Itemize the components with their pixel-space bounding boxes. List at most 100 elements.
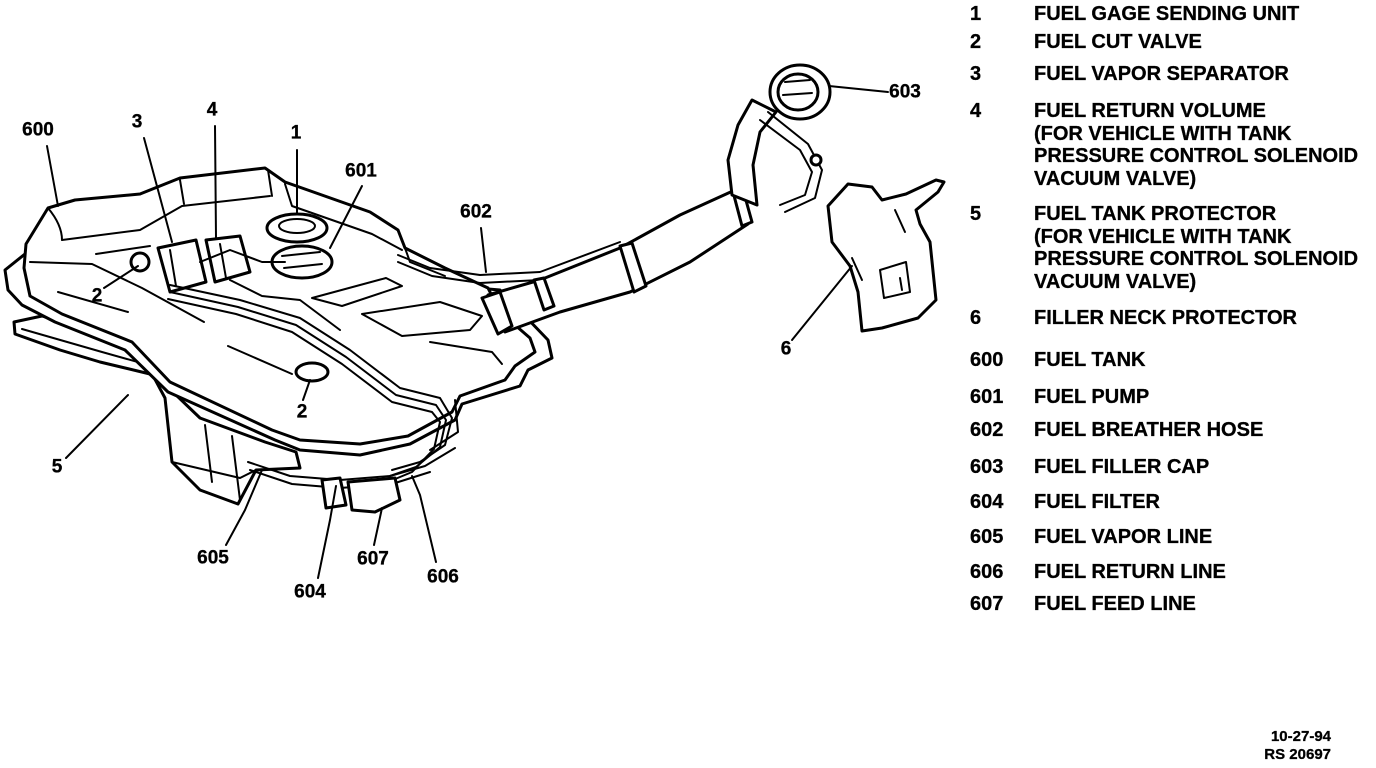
- callout-606: 606: [427, 566, 459, 588]
- legend-description-line: FILLER NECK PROTECTOR: [1034, 307, 1297, 329]
- tank-sump-rib: [204, 424, 213, 483]
- filler-cap-inner: [776, 72, 820, 112]
- legend-description-line: FUEL FILLER CAP: [1034, 456, 1210, 478]
- callout-2-left: 2: [91, 285, 103, 307]
- tank-rib: [61, 195, 271, 241]
- filler-neck-protector-outline: [826, 178, 946, 333]
- leader-line-606: [411, 475, 437, 563]
- leader-lines: [46, 85, 889, 579]
- callout-2-center: 2: [296, 401, 308, 423]
- hose-clamp: [618, 241, 648, 294]
- legend-description-line: FUEL BREATHER HOSE: [1034, 419, 1264, 441]
- tank-rib: [179, 179, 185, 205]
- callout-6: 6: [780, 338, 792, 360]
- leader-line-3: [143, 137, 173, 243]
- legend-number: 1: [970, 3, 982, 25]
- filler-neck-protector-detail: [894, 209, 906, 233]
- legend-description: FILLER NECK PROTECTOR: [1034, 307, 1297, 330]
- filler-neck-protector-detail: [899, 277, 903, 291]
- legend-description-line: FUEL CUT VALVE: [1034, 31, 1202, 53]
- mounting-bolt: [809, 153, 823, 167]
- leader-line-602: [480, 227, 487, 273]
- legend-description-line: FUEL VAPOR SEPARATOR: [1034, 63, 1289, 85]
- callout-3: 3: [131, 111, 143, 133]
- filler-hose: [486, 188, 750, 334]
- legend-description: FUEL FILTER: [1034, 491, 1160, 514]
- legend-description: FUEL GAGE SENDING UNIT: [1034, 3, 1300, 26]
- fuel-return-volume: [204, 234, 252, 284]
- legend-description-line: (FOR VEHICLE WITH TANK: [1034, 225, 1292, 248]
- fuel-line: [199, 249, 286, 263]
- tank-rib: [29, 261, 205, 323]
- leader-line-603: [828, 85, 889, 93]
- tank-sump-edge: [171, 461, 257, 479]
- legend-number: 601: [970, 386, 1004, 408]
- legend-number: 2: [970, 31, 982, 53]
- fuel-filler-cap: [768, 63, 832, 121]
- leader-line-2-center: [302, 379, 311, 401]
- fuel-return-volume-detail: [219, 243, 227, 279]
- legend-description-line: FUEL FEED LINE: [1034, 593, 1196, 615]
- legend-description-line: (FOR VEHICLE WITH TANK: [1034, 122, 1292, 145]
- tank-rib: [361, 301, 483, 337]
- hose-clamp: [532, 276, 556, 312]
- legend-description: FUEL CUT VALVE: [1034, 31, 1202, 54]
- legend-description: FUEL RETURN VOLUME (FOR VEHICLE WITH TAN…: [1034, 100, 1358, 191]
- legend-description-line: FUEL PUMP: [1034, 386, 1150, 408]
- callout-603: 603: [889, 81, 921, 103]
- fuel-line: [169, 291, 447, 477]
- leader-line-2-left: [103, 265, 139, 289]
- legend-number: 605: [970, 526, 1004, 548]
- legend-description-line: PRESSURE CONTROL SOLENOID: [1034, 145, 1359, 168]
- legend-number: 3: [970, 63, 982, 85]
- legend-description-line: FUEL FILTER: [1034, 491, 1160, 513]
- legend-number: 4: [970, 100, 982, 122]
- legend-description: FUEL PUMP: [1034, 386, 1150, 409]
- tank-rib: [404, 247, 446, 277]
- leader-line-604: [317, 485, 337, 579]
- fuel-vapor-separator-detail: [169, 249, 177, 287]
- tank-end-wall: [429, 399, 459, 451]
- filler-neck-breather-tube: [759, 119, 813, 206]
- fuel-line: [247, 447, 456, 481]
- legend-description-line: VACUUM VALVE): [1034, 271, 1197, 294]
- filler-neck-protector-detail: [851, 257, 863, 281]
- drawing-date: 10-27-94: [1270, 728, 1331, 745]
- legend-number: 600: [970, 349, 1004, 371]
- legend-description: FUEL TANK PROTECTOR (FOR VEHICLE WITH TA…: [1034, 203, 1358, 294]
- tank-rib: [311, 277, 403, 307]
- legend-description: FUEL FEED LINE: [1034, 593, 1196, 616]
- callout-605: 605: [197, 547, 229, 569]
- leader-line-5: [65, 394, 129, 459]
- filler-hose-boss: [480, 290, 514, 336]
- legend-description-line: FUEL RETURN VOLUME: [1034, 100, 1266, 122]
- fuel-pump-detail: [281, 251, 321, 257]
- fuel-system-illustration: [3, 63, 946, 579]
- fuel-lines: [167, 249, 456, 514]
- filler-hose-assembly: [397, 98, 823, 336]
- filler-neck-breather-tube: [767, 111, 823, 213]
- tank-rib: [47, 207, 63, 241]
- callout-5: 5: [51, 456, 63, 478]
- fuel-tank: [3, 166, 554, 506]
- legend-description-line: FUEL GAGE SENDING UNIT: [1034, 3, 1300, 25]
- legend-description: FUEL FILLER CAP: [1034, 456, 1209, 479]
- leader-line-601: [329, 185, 363, 249]
- legend-number: 607: [970, 593, 1004, 615]
- callout-4: 4: [206, 99, 218, 121]
- fuel-breather-hose: [397, 241, 621, 276]
- leader-line-607: [373, 507, 383, 546]
- legend-description-line: FUEL VAPOR LINE: [1034, 526, 1213, 548]
- legend-description-line: PRESSURE CONTROL SOLENOID: [1034, 248, 1359, 271]
- tank-rib: [429, 341, 503, 365]
- legend-description: FUEL RETURN LINE: [1034, 561, 1226, 584]
- filler-neck-protector-detail: [879, 261, 911, 299]
- legend-number: 604: [970, 491, 1004, 513]
- legend-number: 6: [970, 307, 982, 329]
- legend-description: FUEL VAPOR SEPARATOR: [1034, 63, 1289, 86]
- legend-description-line: VACUUM VALVE): [1034, 168, 1197, 191]
- filler-neck-protector: [826, 178, 946, 333]
- callout-1: 1: [290, 122, 302, 144]
- tank-rib: [267, 169, 273, 197]
- legend-number: 603: [970, 456, 1004, 478]
